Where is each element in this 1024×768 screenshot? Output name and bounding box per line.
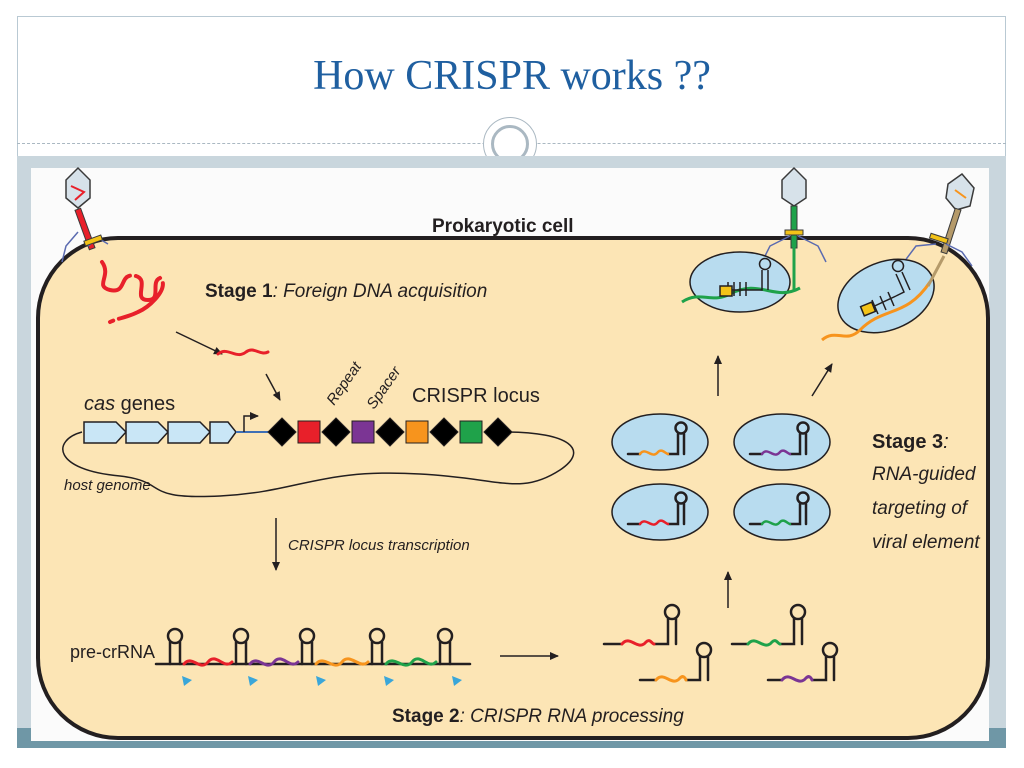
crispr-array: [267, 417, 513, 447]
mature-crrnas: [602, 603, 839, 683]
stage3-title: Stage 3:: [872, 431, 949, 453]
pre-crrna-transcript: [154, 627, 472, 667]
stage1-label: Stage 1: Foreign DNA acquisition: [205, 281, 487, 302]
slide-title: How CRISPR works ??: [313, 53, 711, 99]
crrna-effector-complexes: [611, 413, 831, 541]
target-complex-orange: [821, 255, 946, 342]
phage-injecting-red-dna: [61, 166, 109, 263]
protospacer-fragment: [216, 348, 270, 357]
promoter-arrow: [243, 412, 259, 432]
pre-crrna-label: pre-crRNA: [70, 642, 155, 662]
arrow-up-right: [811, 363, 833, 397]
stage3-line2: targeting of: [872, 498, 969, 519]
target-complex-green: [681, 246, 801, 313]
crispr-locus-label: CRISPR locus: [412, 385, 540, 407]
transcription-label: CRISPR locus transcription: [288, 537, 470, 554]
host-genome-label: host genome: [64, 477, 151, 494]
stage2-label: Stage 2: CRISPR RNA processing: [392, 706, 684, 727]
cell-label: Prokaryotic cell: [432, 216, 574, 237]
stage3-line1: RNA-guided: [872, 464, 977, 485]
cleavage-site-markers: [182, 676, 462, 686]
phage-orange-right: [903, 172, 975, 267]
host-genome-loop: [62, 431, 575, 498]
arrow-to-protospacer: [175, 331, 223, 355]
phage-green-left: [761, 166, 827, 263]
injected-red-dna: [100, 260, 165, 324]
prokaryotic-cell-membrane: [36, 236, 990, 740]
cas-gene-arrows: [83, 421, 237, 444]
arrow-to-crispr-locus: [265, 373, 281, 401]
stage3-line3: viral element: [872, 532, 980, 553]
cas-genes-label: cas genes: [84, 393, 175, 415]
